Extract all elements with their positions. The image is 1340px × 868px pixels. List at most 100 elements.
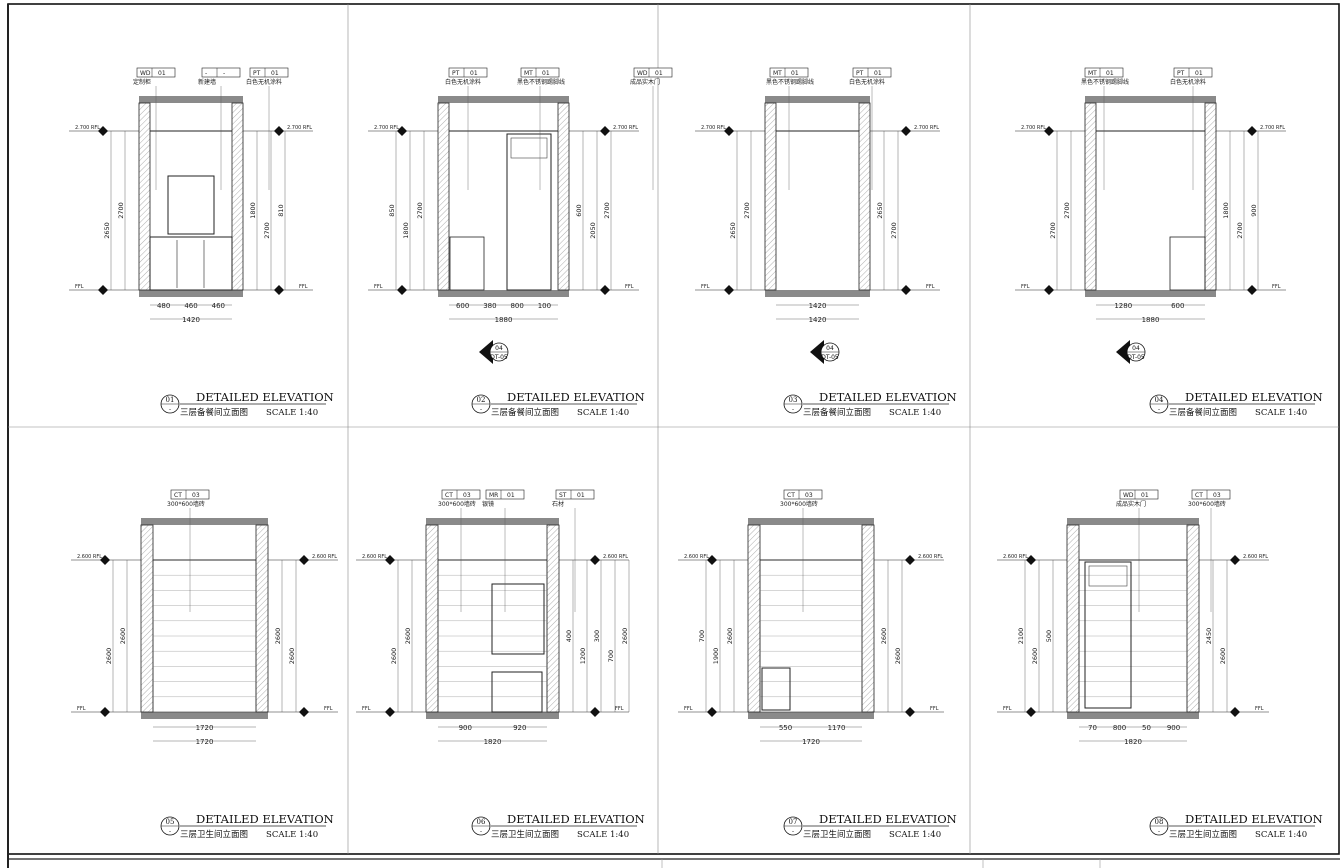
material-tag-box <box>170 489 210 500</box>
level-marker <box>299 707 309 717</box>
left-wall <box>1084 102 1097 291</box>
dimension-text: 1820 <box>484 738 502 746</box>
material-number: 01 <box>1106 70 1114 77</box>
section-reference: DT-05 <box>490 354 508 361</box>
level-label-bottom: FFL <box>615 706 624 712</box>
dimension-text: 1170 <box>828 724 846 732</box>
material-tag-box <box>1173 67 1213 78</box>
floor-slab <box>426 712 559 719</box>
dimension-text: 1880 <box>1142 316 1160 324</box>
dimension-text: 850 <box>388 204 396 216</box>
caption-number: 06 <box>477 818 486 826</box>
material-number: 01 <box>655 70 663 77</box>
material-code: WD <box>140 70 151 77</box>
dimension-text: 300 <box>593 630 601 642</box>
caption-room: 三层卫生间立面图 <box>803 829 871 840</box>
door-transom <box>510 137 548 159</box>
right-wall <box>231 102 244 291</box>
material-description: 成品实木门 <box>630 78 660 86</box>
material-description: 定制柜 <box>133 78 151 86</box>
door <box>1084 561 1132 709</box>
material-tag-box <box>852 67 892 78</box>
floor-slab <box>1085 290 1216 297</box>
caption-title: DETAILED ELEVATION <box>819 390 957 404</box>
ceiling-slab <box>141 518 268 525</box>
level-marker <box>100 707 110 717</box>
caption-title: DETAILED ELEVATION <box>1185 812 1323 826</box>
material-description: 白色无机涂料 <box>445 78 481 86</box>
level-marker <box>905 555 915 565</box>
caption-number: 07 <box>789 818 798 826</box>
level-marker <box>1044 285 1054 295</box>
level-label-bottom: FFL <box>926 284 935 290</box>
material-tag-box <box>448 67 488 78</box>
caption-scale: SCALE 1:40 <box>577 408 629 418</box>
dimension-text: 2650 <box>729 222 737 239</box>
material-description: 300*600墙砖 <box>780 500 818 508</box>
right-wall <box>858 102 871 291</box>
level-label-bottom: FFL <box>1272 284 1281 290</box>
material-description: 300*600墙砖 <box>438 500 476 508</box>
material-number: 01 <box>791 70 799 77</box>
caption-sub-number: - <box>169 828 171 835</box>
level-label-top: 2.700 RFL <box>1260 125 1285 131</box>
caption-room: 三层卫生间立面图 <box>1169 829 1237 840</box>
level-label-top: 2.700 RFL <box>374 125 399 131</box>
material-code: WD <box>1123 492 1134 499</box>
material-description: 300*600墙砖 <box>167 500 205 508</box>
level-marker <box>98 285 108 295</box>
dimension-text: 2700 <box>416 202 424 219</box>
dimension-text: 2650 <box>103 222 111 239</box>
right-wall <box>861 524 875 713</box>
level-marker <box>724 285 734 295</box>
dimension-text: 1800 <box>402 222 410 239</box>
dimension-text: 2700 <box>1063 202 1071 219</box>
tile-wall <box>152 559 257 713</box>
level-marker <box>1044 126 1054 136</box>
left-wall <box>437 102 450 291</box>
tile-wall <box>759 559 863 713</box>
level-marker <box>100 555 110 565</box>
dimension-text: 100 <box>538 302 551 310</box>
dimension-text: 70 <box>1088 724 1097 732</box>
right-wall <box>557 102 570 291</box>
door <box>506 133 552 291</box>
level-marker <box>901 285 911 295</box>
caption-sub-number: - <box>792 828 794 835</box>
ceiling-slab <box>426 518 559 525</box>
caption-title: DETAILED ELEVATION <box>507 812 645 826</box>
level-label-top: 2.600 RFL <box>1243 554 1268 560</box>
dimension-text: 700 <box>607 650 615 662</box>
dimension-text: 600 <box>575 204 583 216</box>
caption-number: 02 <box>477 396 486 404</box>
dimension-text: 2700 <box>743 202 751 219</box>
ceiling-slab <box>139 96 243 103</box>
caption-scale: SCALE 1:40 <box>1255 408 1307 418</box>
caption-scale: SCALE 1:40 <box>266 830 318 840</box>
level-label-top: 2.600 RFL <box>1003 554 1028 560</box>
left-wall <box>764 102 777 291</box>
material-tag-box <box>769 67 809 78</box>
material-tag-box <box>136 67 176 78</box>
material-description: 银镜 <box>482 500 494 508</box>
section-arrow <box>810 340 824 364</box>
material-code: MR <box>489 492 498 499</box>
ceiling-slab <box>1067 518 1199 525</box>
dimension-text: 2700 <box>1049 222 1057 239</box>
material-number: 01 <box>874 70 882 77</box>
level-marker <box>600 285 610 295</box>
level-marker <box>590 707 600 717</box>
level-marker <box>901 126 911 136</box>
dimension-text: 2600 <box>119 628 127 645</box>
material-description: 黑色不锈钢踢脚线 <box>766 78 814 86</box>
material-code: PT <box>856 70 864 77</box>
level-label-bottom: FFL <box>1003 706 1012 712</box>
caption-room: 三层备餐间立面图 <box>491 407 559 418</box>
right-wall <box>1186 524 1200 713</box>
